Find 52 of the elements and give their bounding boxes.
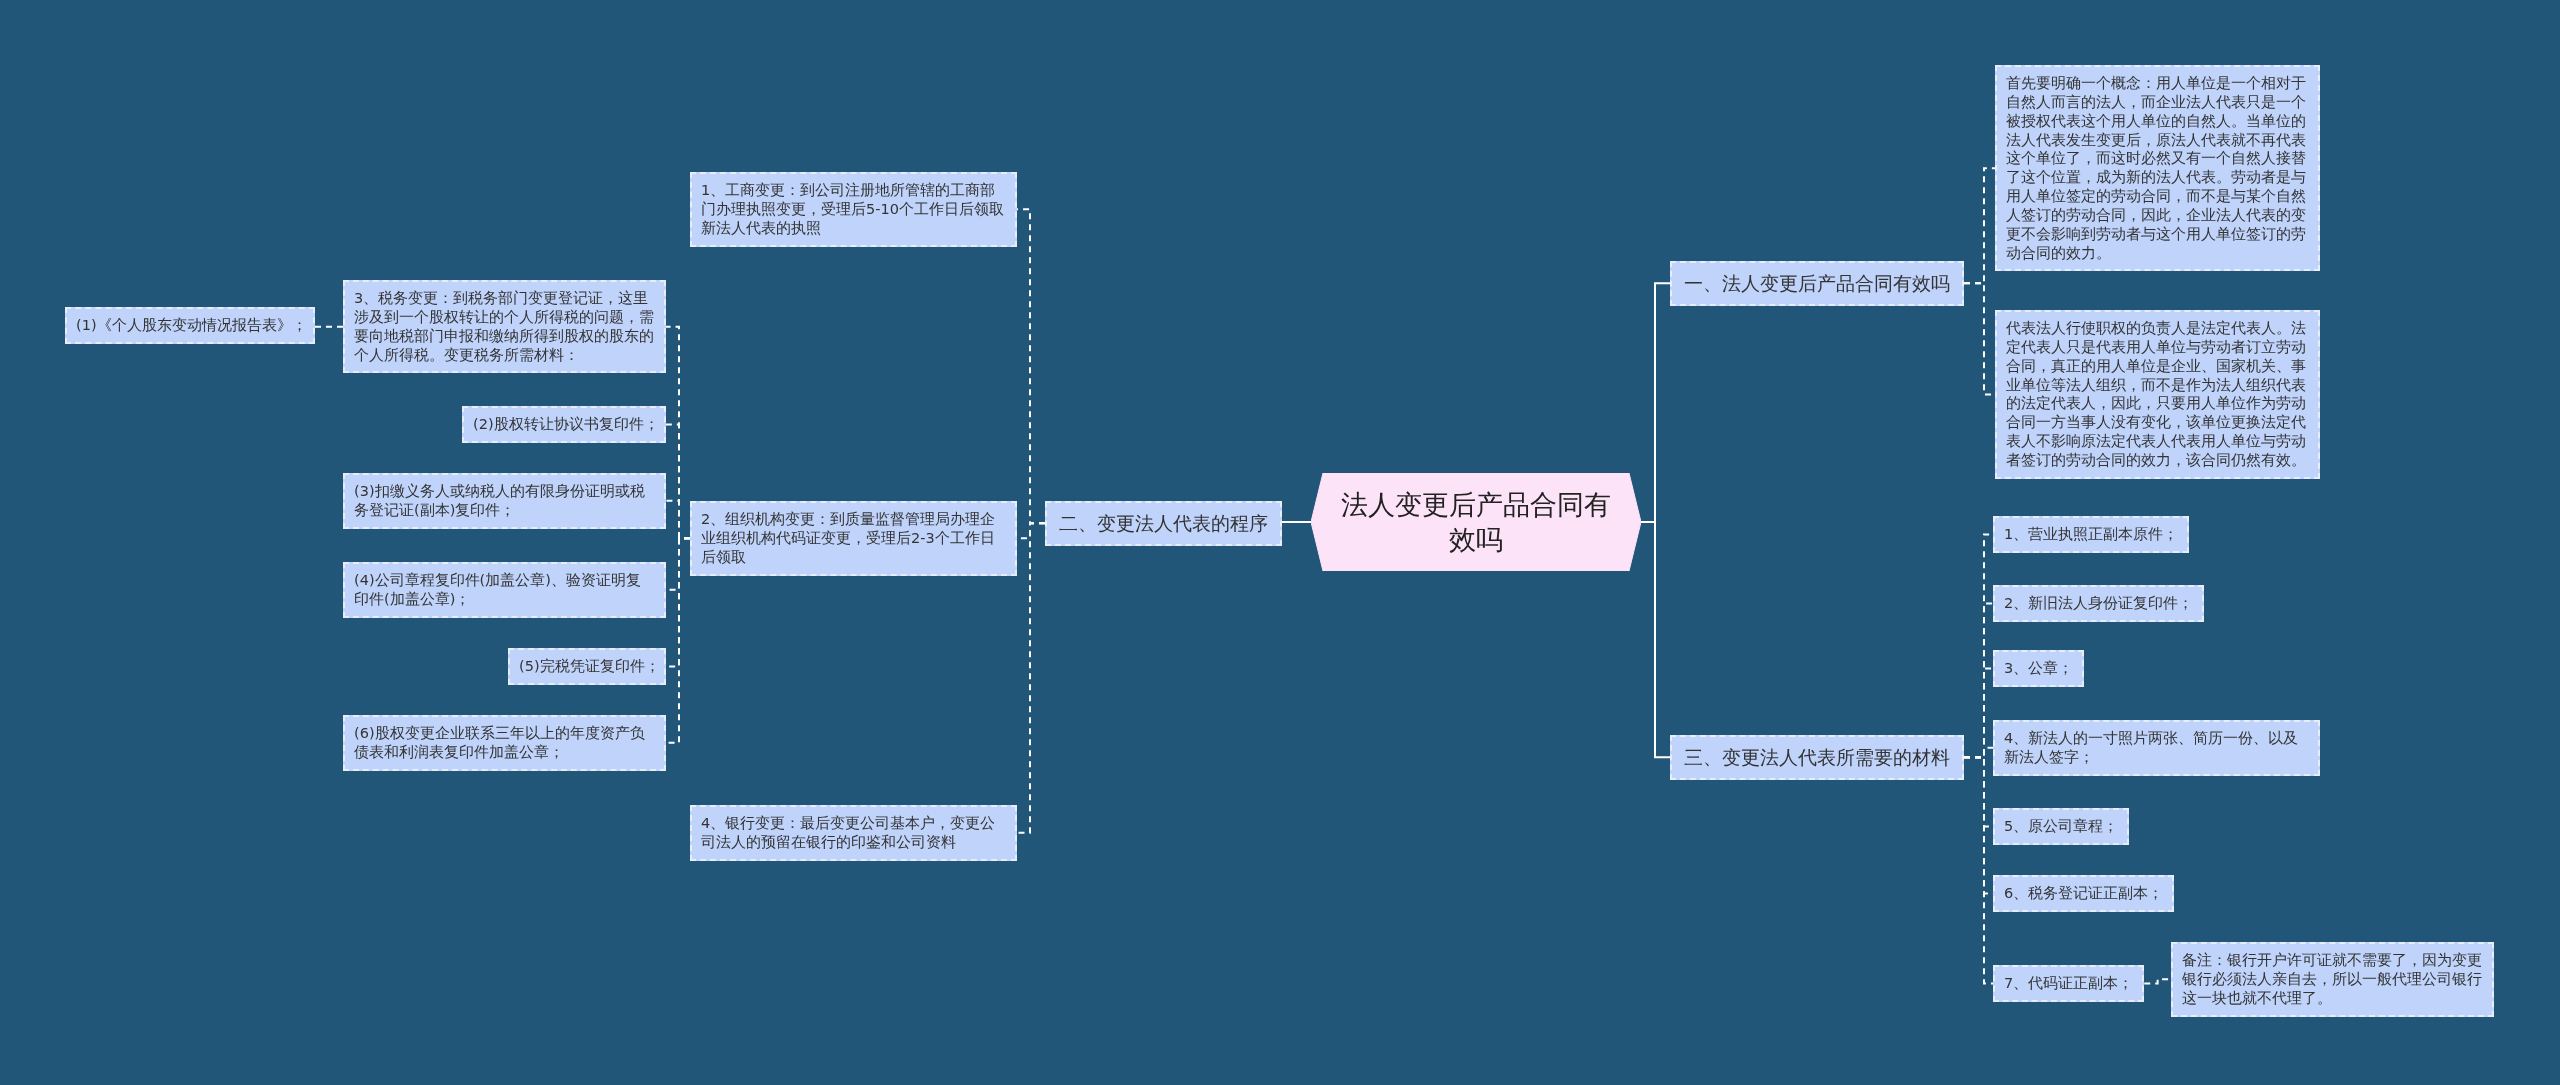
topic-text: 二、变更法人代表的程序 [1059, 511, 1268, 536]
branch-topic-box [1670, 735, 1964, 780]
text-box [343, 715, 666, 771]
topic-text: 一、法人变更后产品合同有效吗 [1684, 271, 1950, 296]
topic-text: (2)股权转让协议书复印件； [473, 415, 655, 434]
text-box [1993, 516, 2190, 553]
text-box [2171, 942, 2494, 1017]
connector-line [1963, 756, 1994, 985]
text-box [1993, 808, 2130, 845]
topic-text: (6)股权变更企业联系三年以上的年度资产负债表和利润表复印件加盖公章； [354, 724, 646, 762]
topic-text: 三、变更法人代表所需要的材料 [1684, 745, 1950, 770]
text-box [343, 473, 666, 529]
topic-text: 2、新旧法人身份证复印件； [2004, 594, 2194, 613]
text-box [690, 805, 1017, 861]
text-box [1993, 585, 2205, 622]
text-box [343, 280, 666, 374]
topic-text: 4、新法人的一寸照片两张、简历一份、以及新法人签字； [2004, 729, 2300, 767]
topic-text: 3、公章； [2004, 659, 2074, 678]
branch-topic-box [1045, 501, 1282, 546]
topic-text: (5)完税凭证复印件； [519, 657, 655, 676]
text-box [690, 501, 1017, 576]
topic-text: 2、组织机构变更：到质量监督管理局办理企业组织机构代码证变更，受理后2-3个工作日后领取 [701, 510, 997, 567]
topic-text: 1、营业执照正副本原件； [2004, 525, 2179, 544]
text-box [690, 172, 1017, 247]
text-box [343, 562, 666, 618]
text-box [1993, 720, 2320, 776]
central-topic-hexagon [1311, 473, 1641, 571]
topic-text: 7、代码证正副本； [2004, 974, 2134, 993]
branch-topic-box [1670, 261, 1964, 306]
topic-text: 首先要明确一个概念：用人单位是一个相对于自然人而言的法人，而企业法人代表只是一个被授权代表这个用人单位的自然人。当单位的法人代表发生变更后，原法人代表就不再代表这个单位了，而这时必然又有一个自然人接替了这个位置，成为新的法人代表。劳动者是与用人单位签定的劳动合同，而不是与某个自然人签订的劳动合同，因此，企业法人代表的变更不会影响到劳动者与这个用人单位签订的劳动合同的效力。 [2006, 74, 2307, 263]
text-box [1993, 650, 2085, 687]
connector-line [314, 325, 344, 328]
topic-text: (4)公司章程复印件(加盖公章)、验资证明复印件(加盖公章)； [354, 571, 642, 609]
topic-text: 5、原公司章程； [2004, 817, 2119, 836]
connector-line [1281, 521, 1312, 523]
topic-text: (1)《个人股东变动情况报告表》； [76, 316, 304, 335]
topic-text: 代表法人行使职权的负责人是法定代表人。法定代表人只是代表用人单位与劳动者订立劳动合同，真正的用人单位是企业、国家机关、事业单位等法人组织，而不是作为法人组织代表的法定代表人，因此，只要用人单位作为劳动合同一方当事人没有变化，该单位更换法定代表人不影响原法定代表人代表用人单位与劳动者签订的劳动合同的效力，该合同仍然有效。 [2006, 319, 2307, 470]
topic-text: 3、税务变更：到税务部门变更登记证，这里涉及到一个股权转让的个人所得税的问题，需要向地税部门申报和缴纳所得到股权的股东的个人所得税。变更税务所需材料： [354, 289, 655, 365]
text-box [508, 648, 666, 685]
topic-text: 备注：银行开户许可证就不需要了，因为变更银行必须法人亲自去，所以一般代理公司银行这一块也就不代理了。 [2182, 951, 2483, 1008]
text-box [1995, 310, 2320, 479]
connector-line [1016, 522, 1046, 834]
topic-text: 法人变更后产品合同有效吗 [1340, 487, 1612, 557]
topic-text: 6、税务登记证正副本； [2004, 884, 2164, 903]
topic-text: 1、工商变更：到公司注册地所管辖的工商部门办理执照变更，受理后5-10个工作日后领取新法人代表的执照 [701, 181, 1005, 238]
text-box [1993, 875, 2175, 912]
text-box [65, 307, 315, 344]
text-box [1993, 965, 2145, 1002]
topic-text: (3)扣缴义务人或纳税人的有限身份证明或税务登记证(副本)复印件； [354, 482, 646, 520]
topic-text: 4、银行变更：最后变更公司基本户，变更公司法人的预留在银行的印鉴和公司资料 [701, 814, 997, 852]
text-box [462, 406, 666, 443]
text-box [1995, 65, 2320, 272]
